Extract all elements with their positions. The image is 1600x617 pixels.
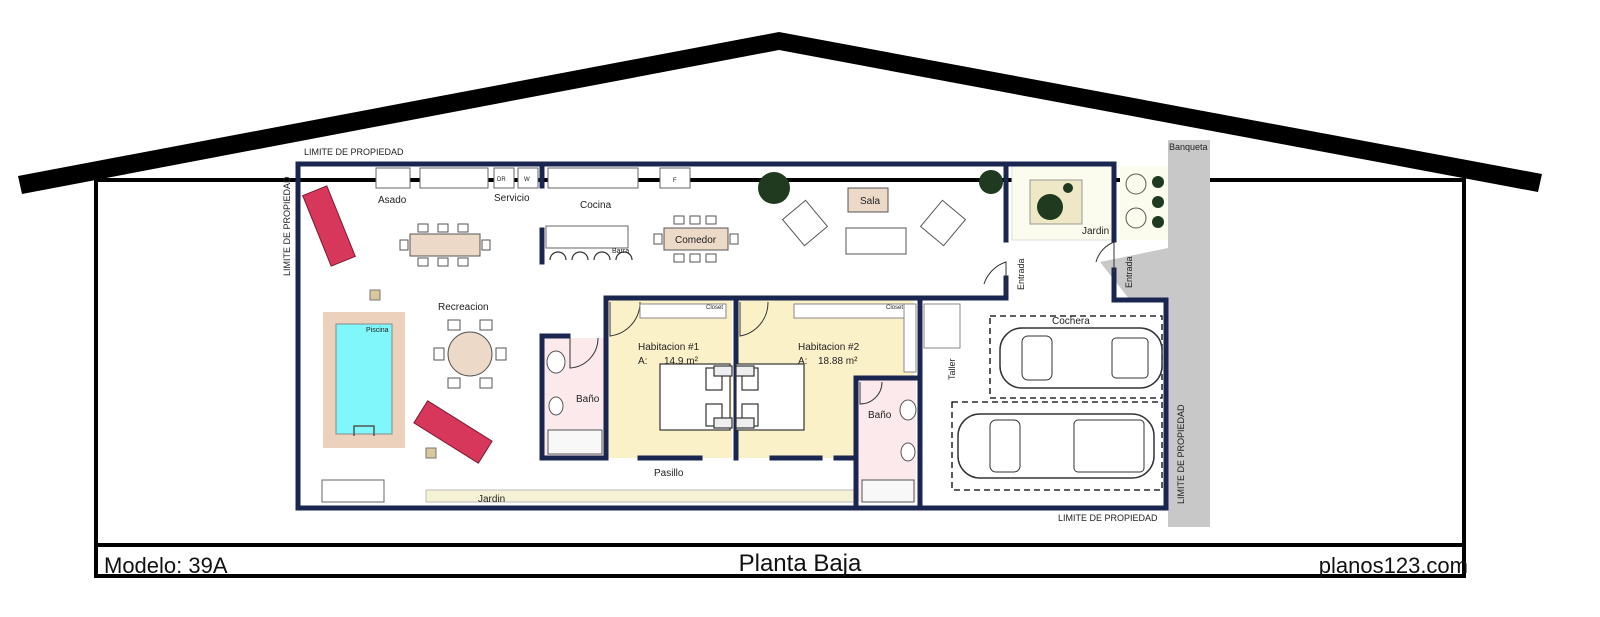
label-entrada-1: Entrada	[1016, 258, 1026, 290]
label-f: F	[673, 178, 677, 184]
lounger-2	[413, 400, 493, 464]
dining-table	[653, 215, 739, 263]
label-asado: Asado	[378, 195, 407, 206]
model-label: Modelo: 39A	[104, 553, 228, 578]
label-hab1-area: 14.9 m²	[664, 356, 699, 367]
label-cochera: Cochera	[1052, 316, 1090, 327]
bench	[321, 479, 385, 503]
bath-fixtures	[546, 350, 917, 503]
label-banqueta: Banqueta	[1169, 142, 1208, 152]
label-servicio: Servicio	[494, 193, 530, 204]
label-limite-top: LIMITE DE PROPIEDAD	[304, 147, 404, 157]
label-jardin-front: Jardin	[1082, 226, 1109, 237]
side-table-1	[369, 289, 381, 301]
workshop-shelf	[923, 303, 961, 349]
label-dr: DR	[497, 177, 506, 183]
closet-2-side	[903, 303, 917, 373]
label-limite-left: LIMITE DE PROPIEDAD	[282, 176, 292, 276]
roof	[18, 32, 1542, 194]
living-furniture	[781, 187, 967, 255]
pool-water	[335, 323, 393, 435]
label-hab2-prefix: A:	[798, 356, 807, 367]
label-limite-bottom: LIMITE DE PROPIEDAD	[1058, 513, 1158, 523]
label-hab2-area: 18.88 m²	[818, 356, 858, 367]
label-hab1: Habitacion #1	[638, 342, 700, 353]
label-jardin-back: Jardin	[478, 494, 505, 505]
patio-table	[399, 223, 491, 267]
label-entrada-2: Entrada	[1124, 256, 1134, 288]
label-w: W	[524, 177, 530, 183]
closet-1	[639, 303, 727, 319]
label-closet-1: Closet	[706, 305, 723, 311]
site-label: planos123.com	[1318, 553, 1468, 578]
sidewalk	[1168, 140, 1210, 527]
side-table-2	[425, 447, 437, 459]
kitchen-counter	[375, 167, 691, 249]
label-sala: Sala	[860, 196, 880, 207]
plants	[758, 170, 1164, 228]
label-piscina: Piscina	[366, 327, 389, 334]
label-barra: Barra	[612, 248, 629, 255]
label-bano-2: Baño	[868, 410, 892, 421]
label-recreacion: Recreacion	[438, 302, 489, 313]
pool-ladder	[353, 425, 375, 436]
label-pasillo: Pasillo	[654, 468, 684, 479]
car-1	[989, 315, 1163, 399]
bed-1	[659, 363, 733, 431]
driveway-entry	[1100, 248, 1168, 300]
label-hab1-prefix: A:	[638, 356, 647, 367]
label-hab2: Habitacion #2	[798, 342, 860, 353]
bar-stools	[549, 251, 633, 261]
shrubs	[1125, 173, 1147, 229]
label-closet-2: Closet	[886, 305, 903, 311]
door-swings	[569, 241, 1115, 405]
label-bano-1: Baño	[576, 394, 600, 405]
label-comedor: Comedor	[675, 235, 717, 246]
lounger-1	[302, 185, 356, 267]
bed-2	[735, 363, 805, 431]
car-2	[951, 401, 1163, 491]
label-limite-right: LIMITE DE PROPIEDAD	[1176, 404, 1186, 504]
label-cocina: Cocina	[580, 200, 612, 211]
round-table	[433, 319, 507, 389]
label-taller: Taller	[947, 358, 957, 380]
